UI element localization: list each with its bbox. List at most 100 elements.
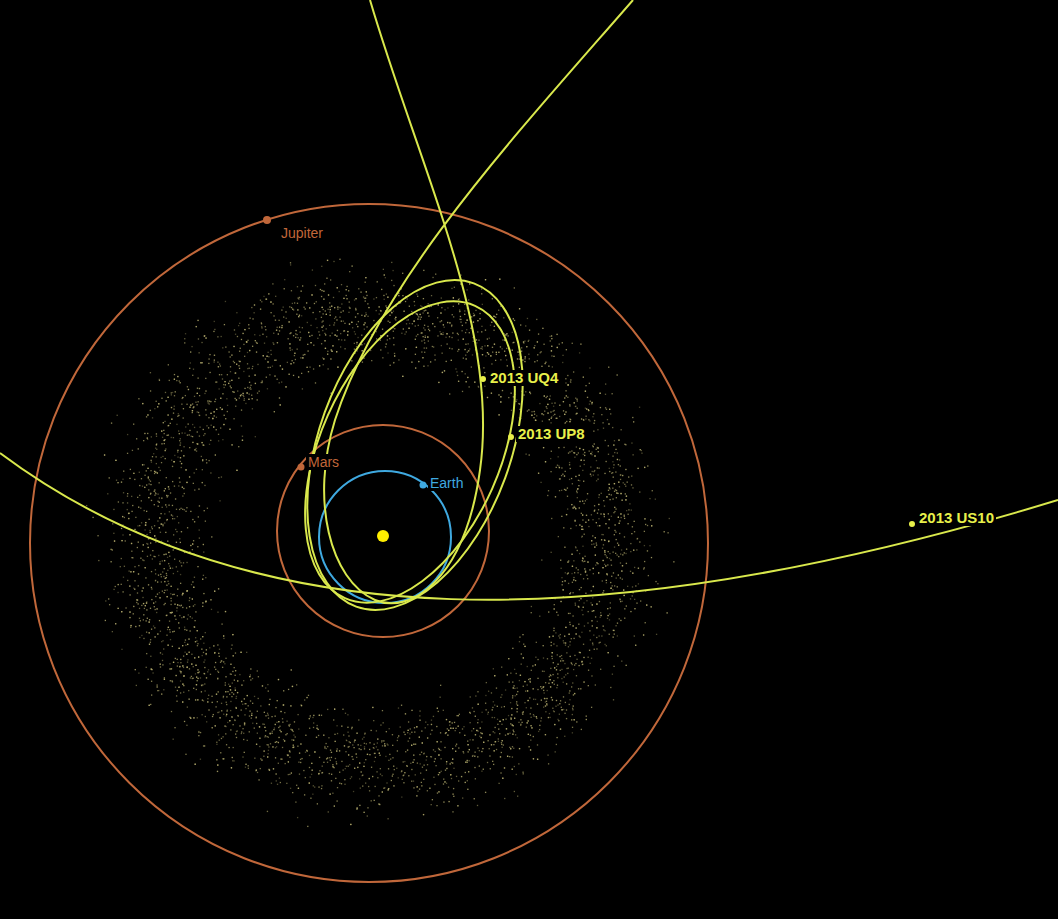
- asteroid-dot: [582, 546, 583, 547]
- asteroid-dot: [167, 629, 168, 630]
- asteroid-dot: [239, 674, 240, 675]
- asteroid-dot: [494, 704, 495, 705]
- asteroid-dot: [151, 436, 152, 437]
- asteroid-dot: [187, 661, 188, 662]
- asteroid-dot: [202, 655, 203, 656]
- asteroid-dot: [284, 712, 285, 713]
- asteroid-dot: [387, 352, 388, 353]
- asteroid-dot: [163, 430, 164, 431]
- asteroid-dot: [297, 817, 298, 818]
- asteroid-dot: [217, 701, 218, 702]
- asteroid-dot: [586, 715, 587, 716]
- asteroid-dot: [362, 785, 363, 786]
- asteroid-dot: [198, 352, 199, 353]
- asteroid-dot: [204, 690, 205, 691]
- asteroid-dot: [405, 301, 406, 302]
- asteroid-dot: [193, 540, 194, 541]
- asteroid-dot: [197, 401, 198, 402]
- asteroid-dot: [469, 348, 470, 349]
- asteroid-dot: [287, 362, 288, 363]
- asteroid-dot: [644, 545, 645, 546]
- asteroid-dot: [493, 668, 494, 669]
- asteroid-dot: [621, 660, 622, 661]
- asteroid-dot: [282, 747, 283, 748]
- asteroid-dot: [566, 709, 567, 710]
- asteroid-dot: [164, 590, 165, 591]
- asteroid-dot: [457, 351, 458, 352]
- asteroid-dot: [137, 547, 138, 548]
- asteroid-dot: [595, 564, 596, 565]
- asteroid-dot: [573, 694, 574, 695]
- asteroid-dot: [603, 428, 604, 429]
- asteroid-dot: [194, 604, 195, 605]
- asteroid-dot: [213, 714, 214, 715]
- asteroid-dot: [163, 576, 164, 577]
- asteroid-dot: [541, 688, 542, 689]
- asteroid-dot: [458, 780, 459, 781]
- asteroid-dot: [517, 687, 518, 688]
- asteroid-dot: [250, 388, 251, 389]
- asteroid-dot: [171, 392, 172, 393]
- asteroid-dot: [396, 768, 397, 769]
- asteroid-dot: [480, 348, 481, 349]
- asteroid-dot: [561, 475, 562, 476]
- asteroid-dot: [409, 323, 410, 324]
- asteroid-dot: [563, 640, 564, 641]
- asteroid-dot: [217, 712, 218, 713]
- asteroid-dot: [381, 775, 382, 776]
- asteroid-dot: [534, 361, 535, 362]
- asteroid-dot: [359, 748, 360, 749]
- asteroid-dot: [162, 437, 163, 438]
- asteroid-dot: [585, 385, 586, 386]
- asteroid-dot: [250, 674, 251, 675]
- asteroid-dot: [230, 366, 231, 367]
- asteroid-dot: [395, 319, 396, 320]
- asteroid-dot: [630, 598, 631, 599]
- asteroid-dot: [224, 324, 225, 325]
- asteroid-dot: [433, 777, 434, 778]
- asteroid-dot: [539, 729, 540, 730]
- asteroid-dot: [365, 759, 366, 760]
- asteroid-dot: [270, 350, 271, 351]
- asteroid-dot: [598, 497, 599, 498]
- asteroid-dot: [237, 715, 238, 716]
- asteroid-dot: [265, 687, 266, 688]
- asteroid-dot: [611, 393, 612, 394]
- asteroid-dot: [331, 774, 332, 775]
- asteroid-dot: [569, 405, 570, 406]
- asteroid-dot: [569, 462, 570, 463]
- asteroid-dot: [619, 459, 620, 460]
- asteroid-dot: [316, 327, 317, 328]
- asteroid-dot: [545, 711, 546, 712]
- asteroid-dot: [565, 422, 566, 423]
- asteroid-dot: [128, 570, 129, 571]
- asteroid-dot: [228, 747, 229, 748]
- asteroid-dot: [430, 733, 431, 734]
- asteroid-dot: [184, 509, 185, 510]
- asteroid-dot: [166, 575, 167, 576]
- asteroid-dot: [183, 408, 184, 409]
- asteroid-dot: [154, 491, 155, 492]
- asteroid-dot: [356, 324, 357, 325]
- asteroid-dot: [168, 434, 169, 435]
- asteroid-dot: [523, 644, 524, 645]
- asteroid-dot: [245, 329, 246, 330]
- asteroid-dot: [172, 515, 173, 516]
- asteroid-dot: [437, 792, 438, 793]
- asteroid-dot: [590, 639, 591, 640]
- asteroid-dot: [199, 395, 200, 396]
- asteroid-dot: [199, 427, 200, 428]
- asteroid-dot: [351, 756, 352, 757]
- asteroid-dot: [344, 339, 345, 340]
- asteroid-dot: [332, 766, 333, 767]
- asteroid-dot: [624, 608, 625, 609]
- asteroid-dot: [141, 635, 142, 636]
- asteroid-dot: [312, 312, 313, 313]
- asteroid-dot: [131, 551, 132, 552]
- asteroid-dot: [376, 746, 377, 747]
- asteroid-dot: [218, 672, 219, 673]
- asteroid-dot: [235, 687, 236, 688]
- asteroid-dot: [107, 493, 108, 494]
- asteroid-dot: [601, 534, 602, 535]
